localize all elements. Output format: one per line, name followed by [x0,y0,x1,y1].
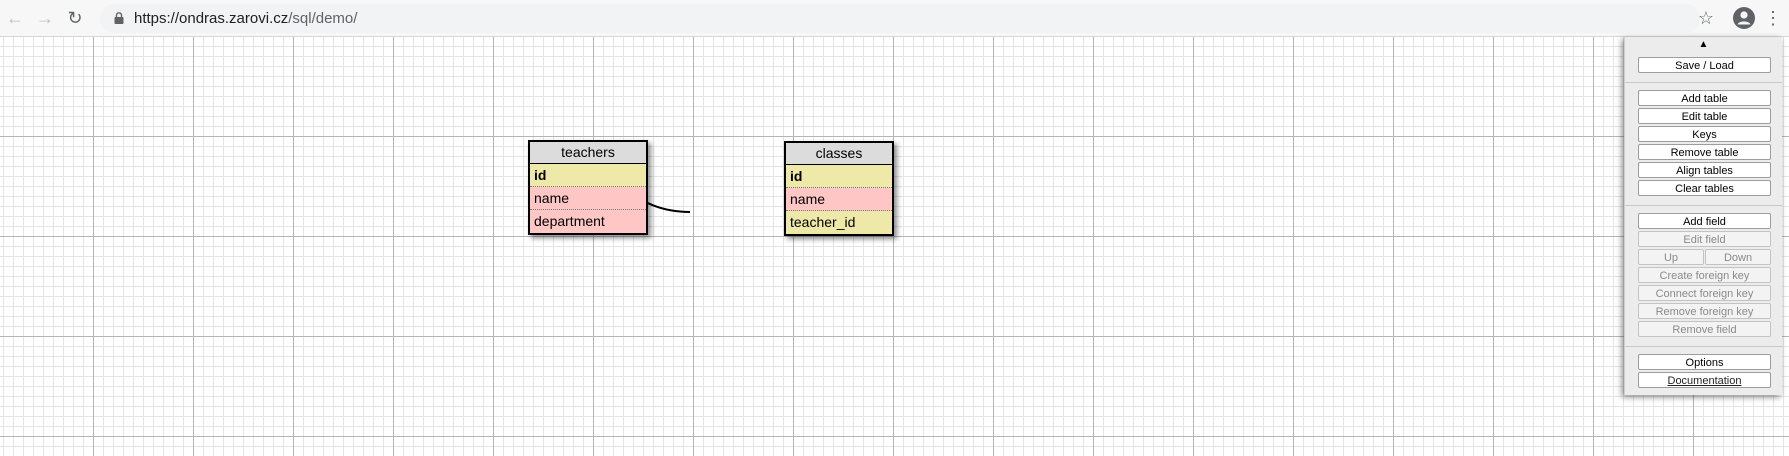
add-table-button[interactable]: Add table [1638,90,1771,106]
url-host: https://ondras.zarovi.cz [134,10,289,27]
table-title[interactable]: classes [786,143,892,165]
connect-foreign-key-button[interactable]: Connect foreign key [1638,285,1771,301]
panel-divider [1625,205,1782,206]
move-field-down-button[interactable]: Down [1705,249,1771,265]
field-row-id[interactable]: id [530,164,646,187]
table-classes[interactable]: classes id name teacher_id [784,141,894,236]
designer-canvas[interactable]: teachers id name department classes id n… [0,37,1789,456]
options-button[interactable]: Options [1638,354,1771,370]
field-row-teacher-id[interactable]: teacher_id [786,211,892,234]
field-row-id[interactable]: id [786,165,892,188]
field-row-name[interactable]: name [786,188,892,211]
panel-divider [1625,82,1782,83]
keys-button[interactable]: Keys [1638,126,1771,142]
profile-avatar-icon[interactable] [1733,7,1755,29]
url-text: https://ondras.zarovi.cz/sql/demo/ [134,4,357,33]
browser-toolbar: ← → ↻ https://ondras.zarovi.cz/sql/demo/… [0,0,1789,37]
edit-field-button[interactable]: Edit field [1638,231,1771,247]
person-icon [1737,11,1751,25]
table-teachers[interactable]: teachers id name department [528,140,648,235]
kebab-menu-icon[interactable]: ⋮ [1764,8,1782,28]
reload-icon[interactable]: ↻ [67,8,83,28]
forward-arrow-icon[interactable]: → [36,8,54,28]
move-field-up-button[interactable]: Up [1638,249,1704,265]
edit-table-button[interactable]: Edit table [1638,108,1771,124]
field-row-name[interactable]: name [530,187,646,210]
table-title[interactable]: teachers [530,142,646,164]
clear-tables-button[interactable]: Clear tables [1638,180,1771,196]
create-foreign-key-button[interactable]: Create foreign key [1638,267,1771,283]
documentation-link[interactable]: Documentation [1638,372,1771,388]
foreign-key-relation-line [565,169,691,213]
remove-table-button[interactable]: Remove table [1638,144,1771,160]
add-field-button[interactable]: Add field [1638,213,1771,229]
lock-icon [114,12,124,24]
control-panel: ▲ Save / Load Add table Edit table Keys … [1624,37,1782,395]
remove-foreign-key-button[interactable]: Remove foreign key [1638,303,1771,319]
address-bar[interactable]: https://ondras.zarovi.cz/sql/demo/ [100,4,1700,33]
back-arrow-icon[interactable]: ← [6,8,24,28]
save-load-button[interactable]: Save / Load [1638,57,1771,73]
bookmark-star-icon[interactable]: ☆ [1697,8,1715,28]
panel-divider [1625,346,1782,347]
collapse-panel-icon[interactable]: ▲ [1698,39,1709,50]
url-path: /sql/demo/ [288,10,358,27]
remove-field-button[interactable]: Remove field [1638,321,1771,337]
align-tables-button[interactable]: Align tables [1638,162,1771,178]
field-row-department[interactable]: department [530,210,646,233]
